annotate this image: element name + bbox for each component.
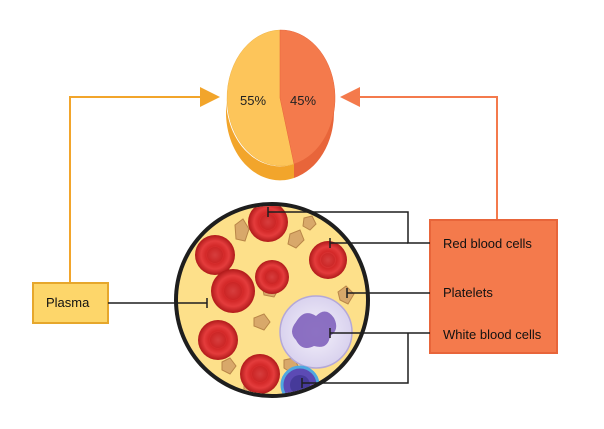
cells-to-pie-arrow xyxy=(340,87,498,220)
plasma-to-pie-arrow xyxy=(69,87,220,283)
blood-cells-box xyxy=(429,219,558,354)
pie-depth-cells xyxy=(294,98,335,178)
white-blood-cells xyxy=(279,295,353,394)
plasma-box xyxy=(32,282,109,324)
pie-label-cells-percent: 45% xyxy=(290,93,316,108)
leader-lines xyxy=(108,207,430,388)
pie-slice-plasma xyxy=(226,29,295,167)
label-red-blood-cells: Red blood cells xyxy=(443,236,532,251)
composition-pie: 55% 45% xyxy=(225,29,336,181)
label-plasma: Plasma xyxy=(46,295,90,310)
pie-depth-plasma xyxy=(225,98,294,181)
blood-sample-magnification xyxy=(174,202,370,398)
pie-label-plasma-percent: 55% xyxy=(240,93,266,108)
pie-slice-cells xyxy=(279,29,336,165)
label-platelets: Platelets xyxy=(443,285,493,300)
red-blood-cells xyxy=(195,206,347,394)
label-white-blood-cells: White blood cells xyxy=(443,327,542,342)
